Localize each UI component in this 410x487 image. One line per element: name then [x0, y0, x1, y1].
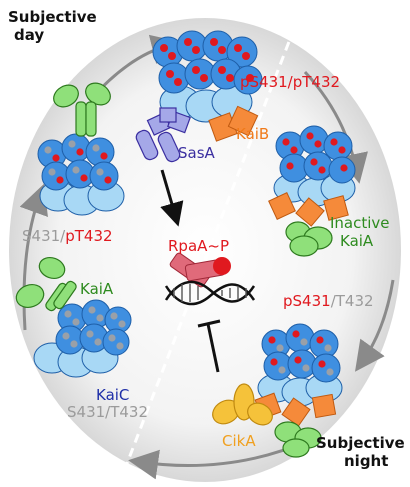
state-left: S431/pT432 [22, 228, 113, 245]
rpaa-label: RpaA~P [168, 237, 230, 255]
kaia-bottom-left [15, 257, 77, 312]
rpaa-protein [169, 252, 231, 288]
kaia-bottom-right [274, 421, 322, 458]
inactive-kaia-line-2: KaiA [340, 232, 374, 250]
inhibition-bar-icon [197, 319, 221, 373]
state-right-ps431: pS431 [283, 292, 331, 310]
subjective-day-label: Subjective day [8, 8, 97, 44]
kaia-left-top [53, 82, 111, 137]
kaib-right [268, 192, 349, 227]
cika-protein [212, 383, 273, 426]
subjective-night-line-2: night [344, 452, 389, 470]
state-right: pS431/T432 [283, 293, 374, 310]
subjective-day-line-1: Subjective [8, 8, 97, 26]
subjective-night-label: Subjective night [316, 434, 405, 470]
inactive-kaia-label: Inactive KaiA [330, 214, 390, 250]
state-left-s431: S431/ [22, 227, 66, 245]
dna-helix-icon [164, 280, 256, 306]
inactive-kaia-line-1: Inactive [330, 214, 390, 232]
subjective-night-line-1: Subjective [316, 434, 405, 452]
kaic-hexamer-bottom-left [33, 299, 132, 378]
state-right-t432: /T432 [330, 292, 374, 310]
inactive-kaia-right [285, 221, 333, 257]
subjective-day-line-2: day [14, 26, 45, 44]
state-bottom-left: S431/T432 [67, 403, 148, 421]
state-left-pt432: pT432 [65, 227, 113, 245]
kaib-label: KaiB [236, 125, 270, 143]
day-night-divider [116, 0, 307, 487]
kaic-hexamer-left [37, 133, 125, 216]
sasa-label: SasA [178, 144, 215, 162]
state-top-right: pS431/pT432 [240, 73, 341, 91]
kaic-hexamer-top [152, 30, 263, 123]
sasa-top [135, 107, 191, 163]
kaib-top [208, 105, 259, 142]
kaic-label: KaiC [96, 386, 130, 404]
kaia-label: KaiA [80, 280, 114, 298]
activation-arrow-icon [160, 169, 184, 227]
kaic-hexamer-bottom-right [257, 323, 343, 407]
cika-label: CikA [222, 432, 256, 450]
kaic-hexamer-right [273, 125, 356, 207]
